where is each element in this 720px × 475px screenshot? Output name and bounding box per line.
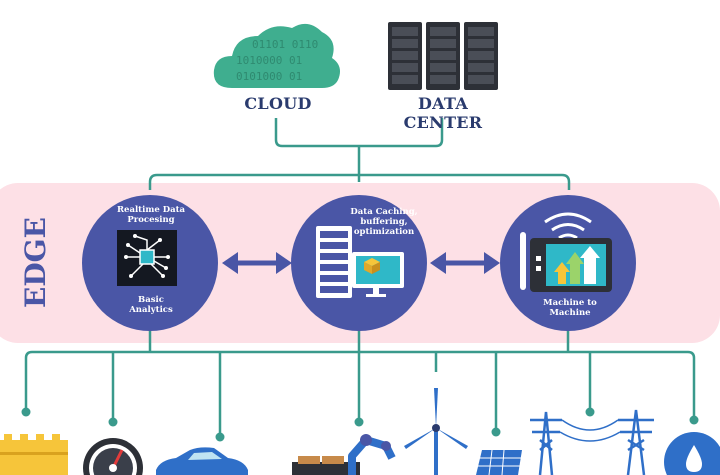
tablet-chart-icon — [520, 212, 612, 292]
power-tower-icon — [530, 409, 654, 475]
gauge-icon — [83, 438, 143, 475]
edge-label: EDGE — [10, 217, 60, 308]
edge-label-text: EDGE — [18, 216, 52, 308]
cloud-binary-line-3: 0101000 01 — [236, 70, 302, 83]
cloud-label: CLOUD — [244, 94, 312, 113]
wind-turbine-icon — [404, 388, 468, 475]
water-drop-icon — [664, 432, 720, 475]
robot-arm-icon — [292, 434, 396, 475]
data-center-label: DATA CENTER — [403, 94, 483, 132]
double-arrow-icon — [222, 252, 292, 274]
data-caching-label: Data Caching, buffering, optimization — [350, 207, 418, 237]
cloud-icon: 01101 0110 1010000 01 0101000 01 — [213, 23, 340, 88]
double-arrow-icon — [430, 252, 500, 274]
machine-to-machine-label: Machine to Machine — [543, 298, 597, 318]
solar-panel-icon — [476, 449, 522, 475]
cloud-binary-line-2: 1010000 01 — [236, 54, 302, 67]
server-monitor-icon — [316, 226, 404, 298]
battery-icon — [0, 434, 68, 475]
connector-end-dots — [21, 407, 699, 442]
upper-connectors — [148, 118, 571, 190]
cloud-binary-line-1: 01101 0110 — [252, 38, 318, 51]
chip-icon — [117, 230, 177, 286]
basic-analytics-label: Basic Analytics — [129, 295, 173, 315]
lower-connectors — [24, 330, 696, 435]
realtime-processing-label: Realtime Data Procesing — [116, 205, 186, 225]
car-icon — [156, 447, 248, 475]
server-rack-icon — [388, 22, 498, 90]
